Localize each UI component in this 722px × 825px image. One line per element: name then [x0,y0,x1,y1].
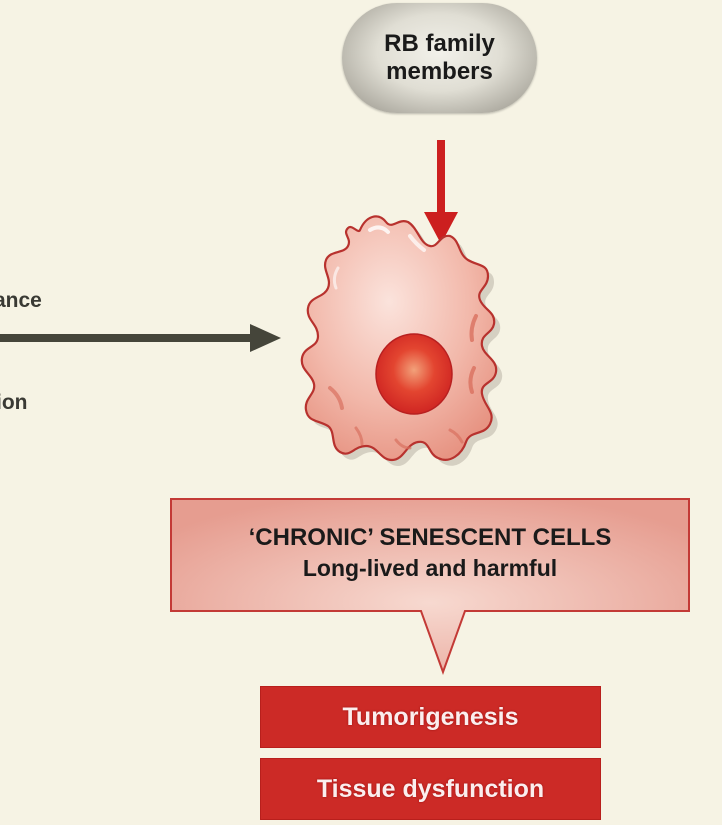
chronic-senescent-text: ‘CHRONIC’ SENESCENT CELLS Long-lived and… [170,498,690,612]
outcome-tumorigenesis: Tumorigenesis [260,686,601,748]
left-label-truncated-2: ion [0,391,28,414]
cell-highlight [332,266,340,290]
cell-fold [328,386,344,410]
rb-family-line2: members [386,58,493,85]
rb-family-node: RB family members [342,3,537,113]
gray-arrow-right-icon [0,324,281,352]
chronic-senescent-subtitle: Long-lived and harmful [302,555,558,581]
red-arrow-shaft [437,140,445,218]
chronic-senescent-callout [170,498,690,675]
cell-fold [354,426,364,446]
cell-highlight [368,225,390,234]
gray-arrowhead [250,324,281,352]
chronic-senescent-title: ‘CHRONIC’ SENESCENT CELLS [248,524,612,551]
gray-arrow-shaft [0,334,258,342]
left-label-truncated-1: ance [0,289,42,312]
cell-fold [448,428,464,444]
cell-fold [469,314,478,342]
callout-shape [170,498,690,675]
cell-fold [468,366,476,394]
cell-fold [394,438,412,450]
red-arrow-down-icon [424,140,458,244]
red-arrowhead [424,212,458,244]
rb-family-line1: RB family [384,30,495,57]
senescent-cell-icon [300,215,503,466]
cell-nucleus [375,333,453,415]
outcome-label: Tissue dysfunction [316,774,545,803]
cell-highlight [408,234,426,252]
outcome-tissue-dysfunction: Tissue dysfunction [260,758,601,820]
outcome-label: Tumorigenesis [342,702,519,731]
